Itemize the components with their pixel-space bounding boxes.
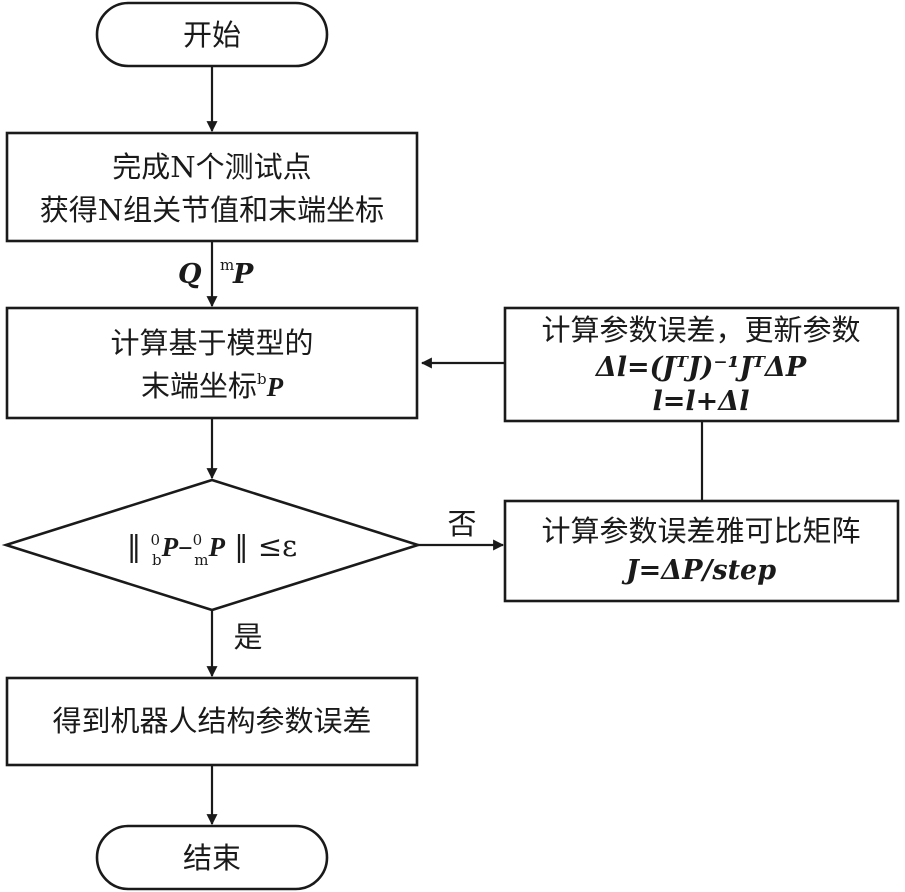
result-label: 得到机器人结构参数误差 — [52, 704, 371, 738]
edge-label-q-p: Q m P — [178, 256, 254, 290]
collect-line-1: 完成N个测试点 — [112, 150, 311, 184]
jacobian-box: 计算参数误差雅可比矩阵 J=ΔP/step — [503, 499, 900, 603]
start-terminal: 开始 — [95, 1, 329, 68]
result-box: 得到机器人结构参数误差 — [5, 676, 419, 767]
edge-label-p: P — [232, 259, 254, 290]
jacobian-line-2: J=ΔP/step — [621, 555, 776, 586]
compute-model-box: 计算基于模型的 末端坐标bP — [5, 306, 419, 420]
update-params-box: 计算参数误差，更新参数 Δl=(JᵀJ)⁻¹JᵀΔP l=l+Δl — [503, 306, 900, 423]
collect-line-2: 获得N组关节值和末端坐标 — [40, 193, 384, 227]
decision-no-label: 否 — [447, 507, 476, 541]
end-label: 结束 — [183, 841, 241, 875]
decision-yes-label: 是 — [233, 620, 262, 654]
edge-label-sup-m: m — [220, 256, 234, 274]
update-line-3: l=l+Δl — [653, 386, 750, 417]
update-line-1: 计算参数误差，更新参数 — [541, 313, 860, 347]
jacobian-line-1: 计算参数误差雅可比矩阵 — [541, 514, 860, 548]
start-label: 开始 — [183, 18, 241, 52]
end-terminal: 结束 — [95, 824, 329, 891]
compute-line-1: 计算基于模型的 — [110, 326, 313, 360]
update-line-2: Δl=(JᵀJ)⁻¹JᵀΔP — [594, 352, 807, 383]
collect-process-box: 完成N个测试点 获得N组关节值和末端坐标 — [5, 131, 419, 243]
edge-label-q: Q — [178, 259, 202, 290]
compute-line-2: 末端坐标bP — [141, 369, 284, 403]
